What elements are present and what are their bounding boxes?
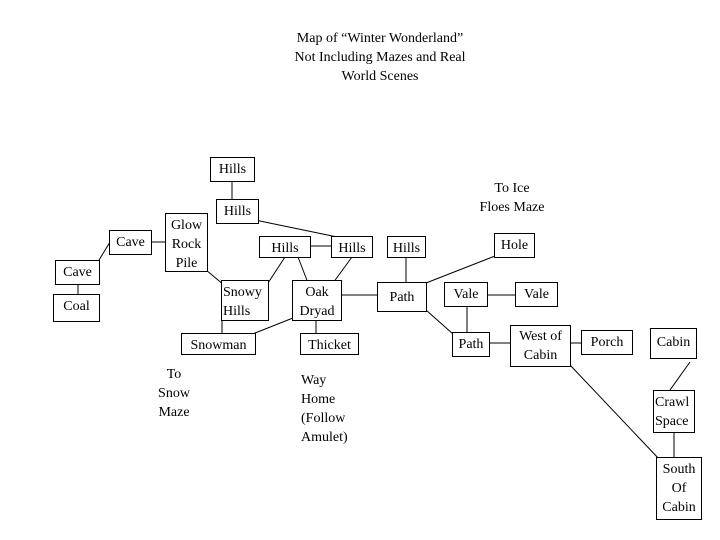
node-snowy-hills: Snowy Hills: [221, 280, 269, 321]
node-hills-5: Hills: [387, 236, 426, 258]
node-hills-top: Hills: [210, 157, 255, 182]
map-title: Map of “Winter Wonderland” Not Including…: [294, 31, 466, 84]
node-vale-left: Vale: [444, 282, 488, 307]
node-hole: Hole: [494, 233, 535, 258]
node-crawl-space: Crawl Space: [653, 390, 695, 433]
label-way-home: Way Home (Follow Amulet): [301, 373, 348, 445]
node-west-of-cabin: West of Cabin: [510, 325, 571, 367]
link-hills-3-to-snowy-hills: [267, 256, 286, 284]
node-porch: Porch: [581, 330, 633, 355]
node-vale-right: Vale: [515, 282, 558, 307]
node-path-lower: Path: [452, 332, 490, 357]
node-snowman: Snowman: [181, 333, 256, 355]
link-hills-4-to-oak-dryad: [332, 256, 353, 284]
link-hills-3-to-oak-dryad: [297, 256, 309, 284]
node-hills-2: Hills: [216, 199, 259, 224]
label-to-ice-floes-maze: To Ice Floes Maze: [479, 181, 545, 215]
link-hills-2-to-hills-4: [254, 219, 343, 239]
link-oak-dryad-to-snowman: [249, 315, 299, 336]
node-cave-upper: Cave: [109, 230, 152, 255]
node-cave-lower: Cave: [55, 260, 100, 285]
node-path-center: Path: [377, 282, 427, 312]
link-path-center-to-hole: [425, 255, 496, 284]
node-glow-rock-pile: Glow Rock Pile: [165, 213, 208, 272]
node-south-of-cabin: South Of Cabin: [656, 457, 702, 520]
node-oak-dryad: Oak Dryad: [292, 280, 342, 321]
link-west-of-cabin-to-south-of-cabin: [569, 364, 661, 461]
link-cabin-to-crawl-space: [669, 361, 691, 391]
node-cabin: Cabin: [650, 328, 697, 359]
node-coal: Coal: [53, 294, 100, 322]
node-hills-3: Hills: [259, 236, 311, 258]
link-path-center-to-path-lower: [425, 309, 454, 335]
label-to-snow-maze: To Snow Maze: [158, 367, 190, 420]
node-hills-4: Hills: [331, 236, 373, 258]
node-thicket: Thicket: [300, 333, 359, 355]
